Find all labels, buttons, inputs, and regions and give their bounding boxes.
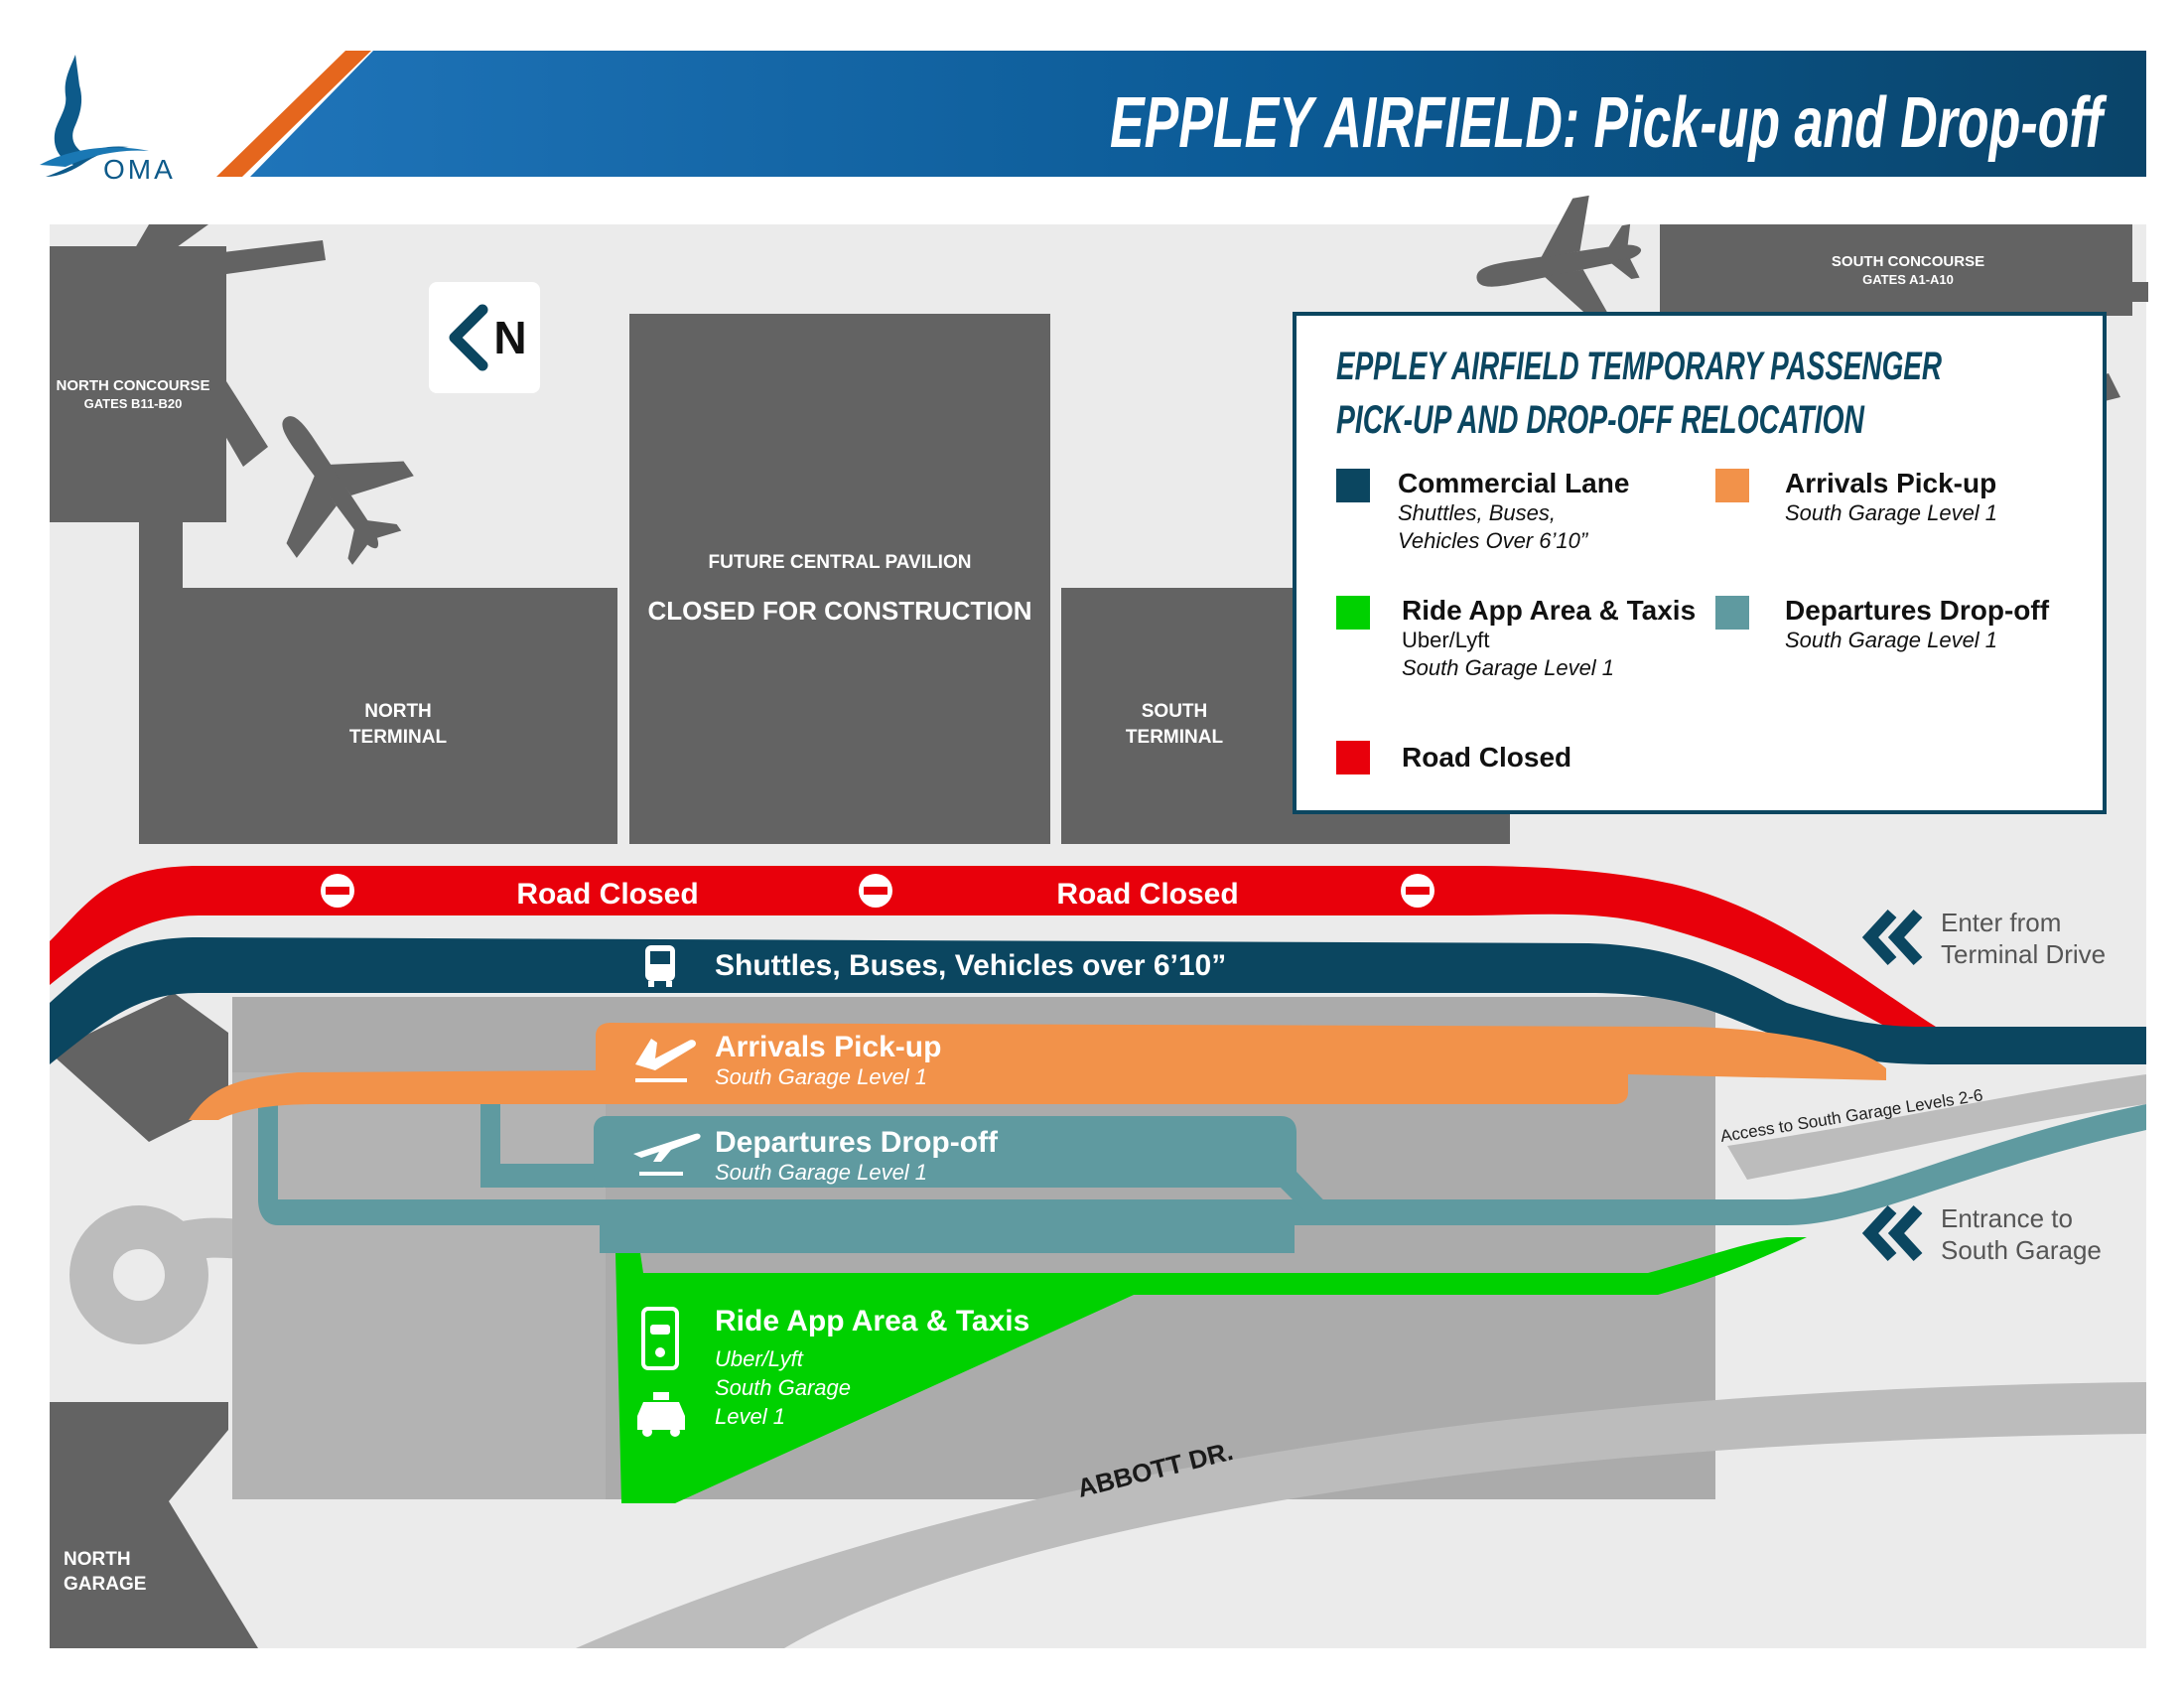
oma-logo-text: OMA [103,154,176,185]
chevron-left-icon [449,304,488,371]
legend-item-departures: Departures Drop-off South Garage Level 1 [1715,595,2050,652]
ride-app-sub3: Level 1 [715,1404,785,1429]
north-concourse-gates: GATES B11-B20 [84,396,183,411]
south-concourse-label: SOUTH CONCOURSE [1832,253,1984,270]
legend-label: Ride App Area & Taxis [1402,595,1696,626]
legend-item-arrivals: Arrivals Pick-up South Garage Level 1 [1715,468,1997,525]
legend-label: Road Closed [1402,742,1571,773]
legend-label: Commercial Lane [1398,468,1629,498]
legend-sub: South Garage Level 1 [1785,500,1997,525]
north-concourse-label: NORTH CONCOURSE [56,377,209,394]
legend-title-2: PICK-UP AND DROP-OFF RELOCATION [1336,398,1865,442]
airplane-icon [282,416,414,565]
pavilion-closed-label: CLOSED FOR CONSTRUCTION [647,596,1031,626]
north-concourse-jetway [223,240,326,274]
entrance-south-garage-marker: Entrance to South Garage [1861,1203,2102,1265]
phone-car-icon [641,1307,679,1370]
north-terminal-label: NORTH [364,701,432,722]
legend-swatch [1715,596,1749,630]
road-closed-label-2: Road Closed [1056,878,1238,911]
legend-sub: Uber/Lyft [1402,628,1489,652]
north-concourse [50,246,226,522]
pavilion-label: FUTURE CENTRAL PAVILION [709,552,972,573]
roundabout [69,1205,208,1344]
legend-swatch [1715,469,1749,502]
arrivals-pickup-lane [189,1023,1886,1120]
arrivals-sub: South Garage Level 1 [715,1064,927,1089]
north-connector [139,520,183,600]
legend-item-road-closed: Road Closed [1336,741,1571,774]
garage-entrance-label-1: Entrance to [1941,1203,2073,1233]
page-title: EPPLEY AIRFIELD: Pick-up and Drop-off [1110,83,2107,163]
legend-sub: Shuttles, Buses, [1398,500,1556,525]
ride-app-sub2: South Garage [715,1375,851,1400]
compass-letter: N [493,312,526,363]
north-garage-ramp [50,993,228,1142]
legend-label: Arrivals Pick-up [1785,468,1996,498]
north-garage [50,1402,258,1648]
header: OMA EPPLEY AIRFIELD: Pick-up and Drop-of… [40,51,2146,185]
legend-swatch [1336,596,1370,630]
enter-label-1: Enter from [1941,908,2061,937]
no-entry-icon [1401,874,1434,908]
banner-orange-stripe [216,51,371,177]
plane-arrival-icon [635,1039,696,1082]
departures-dropoff-lane [594,1116,1336,1213]
arrivals-title: Arrivals Pick-up [715,1031,941,1063]
road-closed-label: Road Closed [516,878,698,911]
heron-icon [46,55,129,177]
legend-sub: Vehicles Over 6’10” [1398,528,1589,553]
south-concourse [1660,224,2132,316]
commercial-lane [50,937,2146,1064]
oma-logo: OMA [40,55,176,185]
double-chevron-left-icon [1861,909,1923,966]
south-terminal-label: SOUTH [1142,701,1208,722]
enter-terminal-drive-marker: Enter from Terminal Drive [1861,908,2106,969]
banner [250,51,2146,177]
ride-app-title: Ride App Area & Taxis [715,1305,1029,1337]
departures-connector [480,1100,604,1188]
bus-icon [645,945,675,987]
commercial-lane-label: Shuttles, Buses, Vehicles over 6’10” [715,949,1226,982]
map: NORTH CONCOURSE GATES B11-B20 SOUTH CONC… [50,195,2148,1648]
south-concourse-gates: GATES A1-A10 [1862,272,1954,287]
departures-loop [258,1100,2146,1225]
garage-entrance-label-2: South Garage [1941,1235,2102,1265]
legend-swatch [1336,741,1370,774]
legend-title-1: EPPLEY AIRFIELD TEMPORARY PASSENGER [1336,345,1942,388]
taxi-icon [637,1392,685,1437]
legend-swatch [1336,469,1370,502]
road-closed-lane [50,866,1936,1027]
legend-box [1293,312,2107,814]
legend-item-commercial: Commercial Lane Shuttles, Buses, Vehicle… [1336,468,1629,553]
departures-sub: South Garage Level 1 [715,1160,927,1185]
north-terminal-label-2: TERMINAL [349,727,448,748]
plane-departure-icon [633,1133,701,1176]
abbott-drive [576,1382,2146,1648]
legend-label: Departures Drop-off [1785,595,2050,626]
airplane-icon [1476,195,1642,322]
no-entry-icon [859,874,892,908]
legend-sub: South Garage Level 1 [1785,628,1997,652]
north-garage-label-2: GARAGE [64,1574,146,1595]
departures-lower-lane [600,1219,1295,1253]
north-compass: N [429,282,540,393]
double-chevron-left-icon [1861,1204,1923,1262]
future-central-pavilion [629,314,1050,844]
legend-item-ride-app: Ride App Area & Taxis Uber/Lyft South Ga… [1336,595,1696,680]
legend-sub: South Garage Level 1 [1402,655,1614,680]
south-garage-inner [232,1072,606,1499]
north-garage-label: NORTH [64,1549,131,1570]
north-terminal [139,588,617,844]
south-terminal-label-2: TERMINAL [1126,727,1224,748]
no-entry-icon [321,874,354,908]
legend: EPPLEY AIRFIELD TEMPORARY PASSENGER PICK… [1293,312,2107,814]
ride-app-lane [615,1237,1807,1503]
departures-title: Departures Drop-off [715,1126,999,1159]
enter-label-2: Terminal Drive [1941,939,2106,969]
south-concourse-jetway [2130,282,2148,302]
garage-access-road [1727,1074,2146,1180]
ride-app-sub1: Uber/Lyft [715,1346,804,1371]
